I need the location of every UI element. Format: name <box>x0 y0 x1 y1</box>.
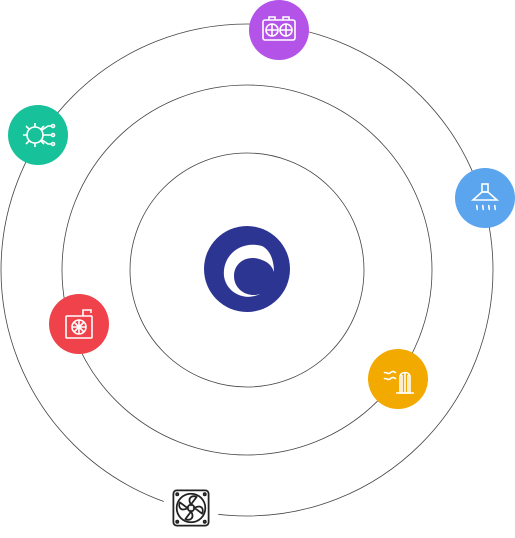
brand-logo-icon <box>204 226 290 312</box>
power-supply-fan-icon <box>65 309 93 339</box>
graphics-card-fans-icon <box>262 16 296 41</box>
exhaust-vent-node[interactable] <box>368 349 428 409</box>
range-hood-node[interactable] <box>455 168 515 228</box>
gear-circuit-node[interactable] <box>8 105 68 165</box>
range-hood-icon <box>470 183 500 211</box>
graphics-card-node[interactable] <box>249 0 309 60</box>
outer-orbit <box>0 23 494 517</box>
gear-circuit-icon <box>23 123 56 147</box>
exhaust-vent-icon <box>383 370 414 394</box>
case-fan-icon <box>172 489 210 527</box>
case-fan-node[interactable] <box>163 480 219 536</box>
middle-orbit <box>61 84 433 456</box>
power-supply-node[interactable] <box>49 294 109 354</box>
inner-orbit <box>129 152 365 388</box>
